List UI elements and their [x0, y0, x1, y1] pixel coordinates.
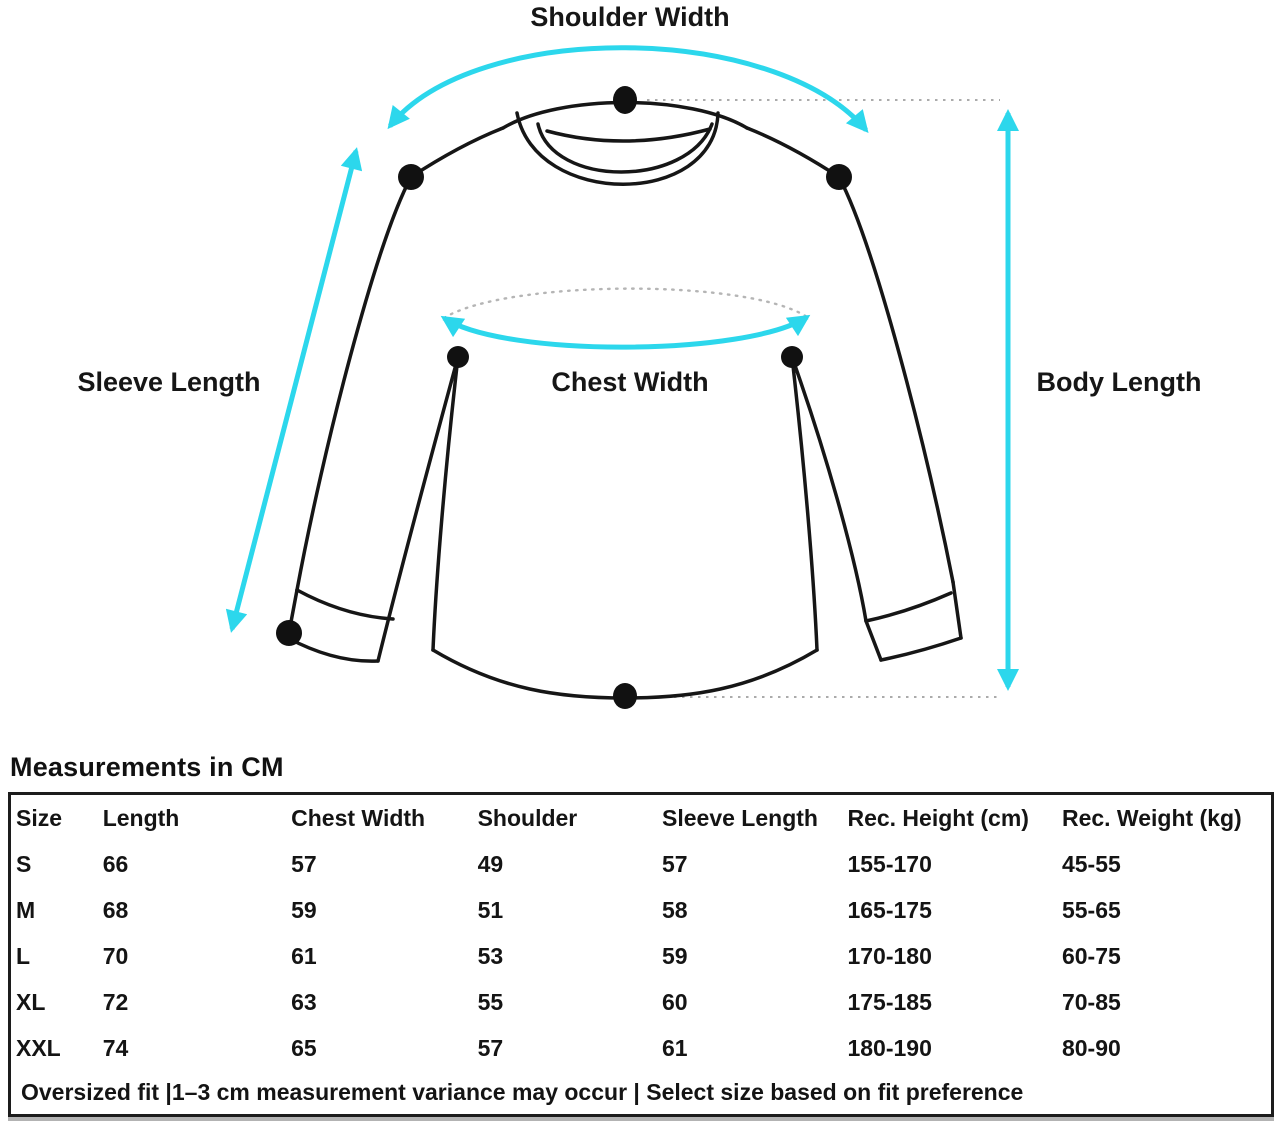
cell: 170-180: [847, 943, 932, 969]
cell: 72: [102, 989, 129, 1015]
cell: 57: [662, 851, 688, 877]
cell: 55: [477, 989, 504, 1015]
table-row-l: L 70 61 53 59 170-180 60-75: [10, 934, 1273, 980]
cell: 180-190: [847, 1035, 932, 1061]
right-shoulder-dot: [826, 164, 852, 190]
cell: 63: [291, 989, 317, 1015]
table-row-m: M 68 59 51 58 165-175 55-65: [10, 888, 1273, 934]
cell: 57: [291, 851, 317, 877]
size-table: Size Length Chest Width Shoulder Sleeve …: [8, 792, 1274, 1117]
left-shoulder-dot: [398, 164, 424, 190]
cell: 58: [662, 897, 688, 923]
cell: 60-75: [1061, 943, 1121, 969]
sleeve-length-arrow: [225, 147, 363, 633]
col-rec-height: Rec. Height (cm): [847, 804, 1029, 831]
cell: 45-55: [1061, 851, 1121, 877]
cell: 51: [477, 897, 504, 923]
cell: 155-170: [847, 851, 932, 877]
cell: 60: [662, 989, 688, 1015]
cell: 53: [477, 943, 504, 969]
chest-width-arrow: [440, 314, 811, 350]
cell: XXL: [16, 1035, 61, 1061]
sweater-outline: [286, 100, 963, 700]
cell: 57: [477, 1035, 504, 1061]
shoulder-width-label: Shoulder Width: [530, 2, 729, 32]
cell: 49: [477, 851, 504, 877]
cell: L: [16, 943, 31, 969]
table-row-xl: XL 72 63 55 60 175-185 70-85: [10, 980, 1273, 1026]
cell: M: [16, 897, 36, 923]
col-size: Size: [16, 804, 63, 831]
col-chest: Chest Width: [291, 804, 426, 831]
right-armpit-dot: [781, 346, 803, 368]
cell: 61: [662, 1035, 688, 1061]
col-length: Length: [102, 804, 180, 831]
table-row-xxl: XXL 74 65 57 61 180-190 80-90: [10, 1026, 1273, 1072]
cell: 59: [291, 897, 317, 923]
cell: 70-85: [1061, 989, 1121, 1015]
col-sleeve: Sleeve Length: [662, 804, 818, 831]
chest-width-label: Chest Width: [551, 367, 708, 397]
cell: XL: [16, 989, 46, 1015]
sweater-measurement-diagram: Shoulder Width Sleeve Length Chest Width…: [77, 2, 1202, 709]
left-armpit-dot: [447, 346, 469, 368]
cell: 59: [662, 943, 688, 969]
neck-center-dot: [613, 86, 637, 114]
cell: 68: [102, 897, 129, 923]
fit-note-row: Oversized fit |1–3 cm measurement varian…: [10, 1072, 1273, 1116]
sleeve-length-label: Sleeve Length: [77, 367, 260, 397]
cell: 66: [102, 851, 129, 877]
left-cuff-dot: [276, 620, 302, 646]
cell: 165-175: [847, 897, 932, 923]
cell: 55-65: [1061, 897, 1121, 923]
cell: 61: [291, 943, 317, 969]
col-shoulder: Shoulder: [477, 804, 578, 831]
table-header-row: Size Length Chest Width Shoulder Sleeve …: [10, 794, 1273, 842]
hem-center-dot: [613, 683, 637, 709]
cell: 70: [102, 943, 129, 969]
table-row-s: S 66 57 49 57 155-170 45-55: [10, 842, 1273, 888]
body-length-label: Body Length: [1037, 367, 1202, 397]
cell: S: [16, 851, 32, 877]
cell: 175-185: [847, 989, 932, 1015]
cell: 80-90: [1061, 1035, 1121, 1061]
shoulder-width-arrow: [387, 45, 869, 134]
cell: 74: [102, 1035, 129, 1061]
chest-ellipse-dotted-half: [442, 287, 809, 320]
col-rec-weight: Rec. Weight (kg): [1061, 804, 1242, 831]
fit-note: Oversized fit |1–3 cm measurement varian…: [21, 1079, 1024, 1106]
measurements-heading: Measurements in CM: [10, 752, 284, 782]
cell: 65: [291, 1035, 317, 1061]
measure-dots: [276, 86, 852, 709]
